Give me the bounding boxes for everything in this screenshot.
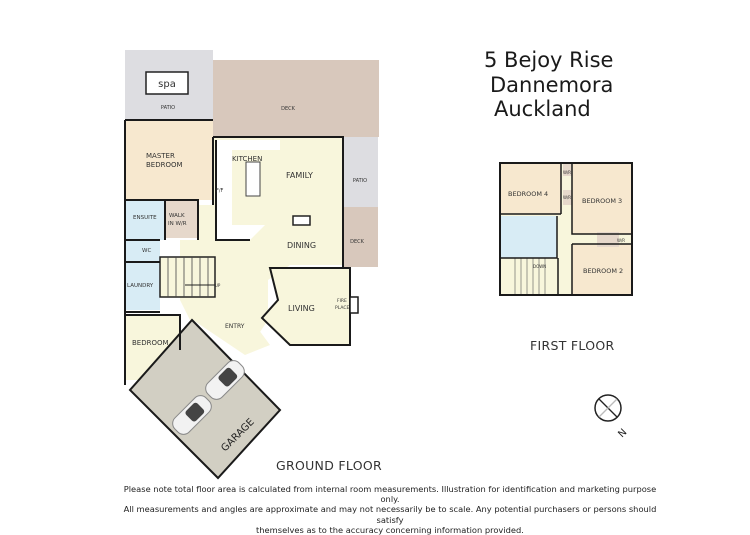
walk-in-label-2: IN W/R bbox=[168, 221, 187, 227]
laundry-area bbox=[125, 262, 160, 310]
fireplace bbox=[349, 296, 359, 314]
deck-top-label: DECK bbox=[281, 106, 296, 112]
wc-label: WC bbox=[142, 248, 151, 254]
spa-tub bbox=[145, 71, 189, 95]
dining-label: DINING bbox=[287, 241, 316, 250]
entry-label: ENTRY bbox=[225, 323, 245, 330]
patio-top-label: PATIO bbox=[161, 105, 175, 111]
car-icon bbox=[172, 395, 212, 435]
ground-floor-plan bbox=[124, 50, 379, 480]
property-address: 5 Bejoy Rise Dannemora Auckland bbox=[484, 48, 613, 122]
bedroom-label: BEDROOM bbox=[132, 339, 169, 347]
bedroom2-label: BEDROOM 2 bbox=[583, 267, 623, 275]
wr-top-area bbox=[563, 164, 572, 176]
first-floor-label: FIRST FLOOR bbox=[530, 338, 615, 353]
kitchen-label: KITCHEN bbox=[232, 155, 262, 163]
dining-table bbox=[292, 215, 311, 226]
deck-top-area bbox=[213, 60, 379, 137]
laundry-label: LAUNDRY bbox=[127, 283, 154, 289]
stairs-up-label: UP bbox=[215, 283, 221, 288]
fireplace-label-2: PLACE bbox=[335, 305, 349, 311]
patio-side-label: PATIO bbox=[353, 178, 367, 184]
kitchen-island bbox=[245, 161, 261, 197]
deck-side-label: DECK bbox=[350, 239, 365, 245]
master-bedroom-area bbox=[125, 120, 213, 200]
compass-north-label: N bbox=[616, 427, 629, 440]
deck-side-area bbox=[342, 207, 378, 267]
walk-in-area bbox=[165, 200, 198, 238]
master-bedroom-label: MASTER bbox=[146, 152, 175, 160]
bedroom3-area bbox=[572, 164, 631, 234]
wr-mid-area bbox=[563, 190, 572, 205]
wr-top-label: W/R bbox=[563, 170, 571, 175]
wr-b2-label: W/R bbox=[617, 238, 625, 243]
first-floor-plan bbox=[499, 162, 633, 296]
wc-area bbox=[125, 240, 160, 262]
address-suburb: Dannemora bbox=[490, 72, 614, 97]
bathroom-area bbox=[501, 216, 557, 258]
entry-area bbox=[190, 318, 270, 355]
family-label: FAMILY bbox=[286, 171, 313, 180]
walk-in-label: WALK bbox=[169, 213, 185, 219]
stairs bbox=[159, 256, 216, 298]
fridge-label: F/F bbox=[216, 188, 224, 194]
fireplace-label: FIRE bbox=[337, 298, 347, 304]
ensuite-label: ENSUITE bbox=[133, 215, 157, 221]
north-compass-icon: N bbox=[594, 394, 629, 440]
living-area bbox=[260, 267, 351, 346]
living-label: LIVING bbox=[288, 304, 315, 313]
address-city: Auckland bbox=[494, 97, 591, 121]
bedroom4-area bbox=[501, 164, 561, 214]
address-street: 5 Bejoy Rise bbox=[484, 48, 614, 72]
disclaimer-line-1: Please note total floor area is calculat… bbox=[123, 484, 657, 505]
disclaimer-line-2: All measurements and angles are approxim… bbox=[123, 504, 657, 525]
bedroom2-area bbox=[572, 244, 631, 294]
patio-side-area bbox=[342, 137, 378, 207]
wr-mid-label: W/R bbox=[563, 195, 571, 200]
disclaimer: Please note total floor area is calculat… bbox=[120, 484, 660, 535]
ensuite-area bbox=[125, 200, 165, 240]
bedroom4-label: BEDROOM 4 bbox=[508, 190, 548, 198]
bedroom3-label: BEDROOM 3 bbox=[582, 197, 622, 205]
kitchen-bench bbox=[216, 140, 280, 240]
ground-floor-label: GROUND FLOOR bbox=[276, 458, 382, 473]
master-bedroom-label-2: BEDROOM bbox=[146, 161, 183, 169]
stairs-down-label: DOWN bbox=[533, 264, 546, 269]
car-icon bbox=[205, 360, 245, 400]
spa-label: spa bbox=[158, 79, 176, 90]
